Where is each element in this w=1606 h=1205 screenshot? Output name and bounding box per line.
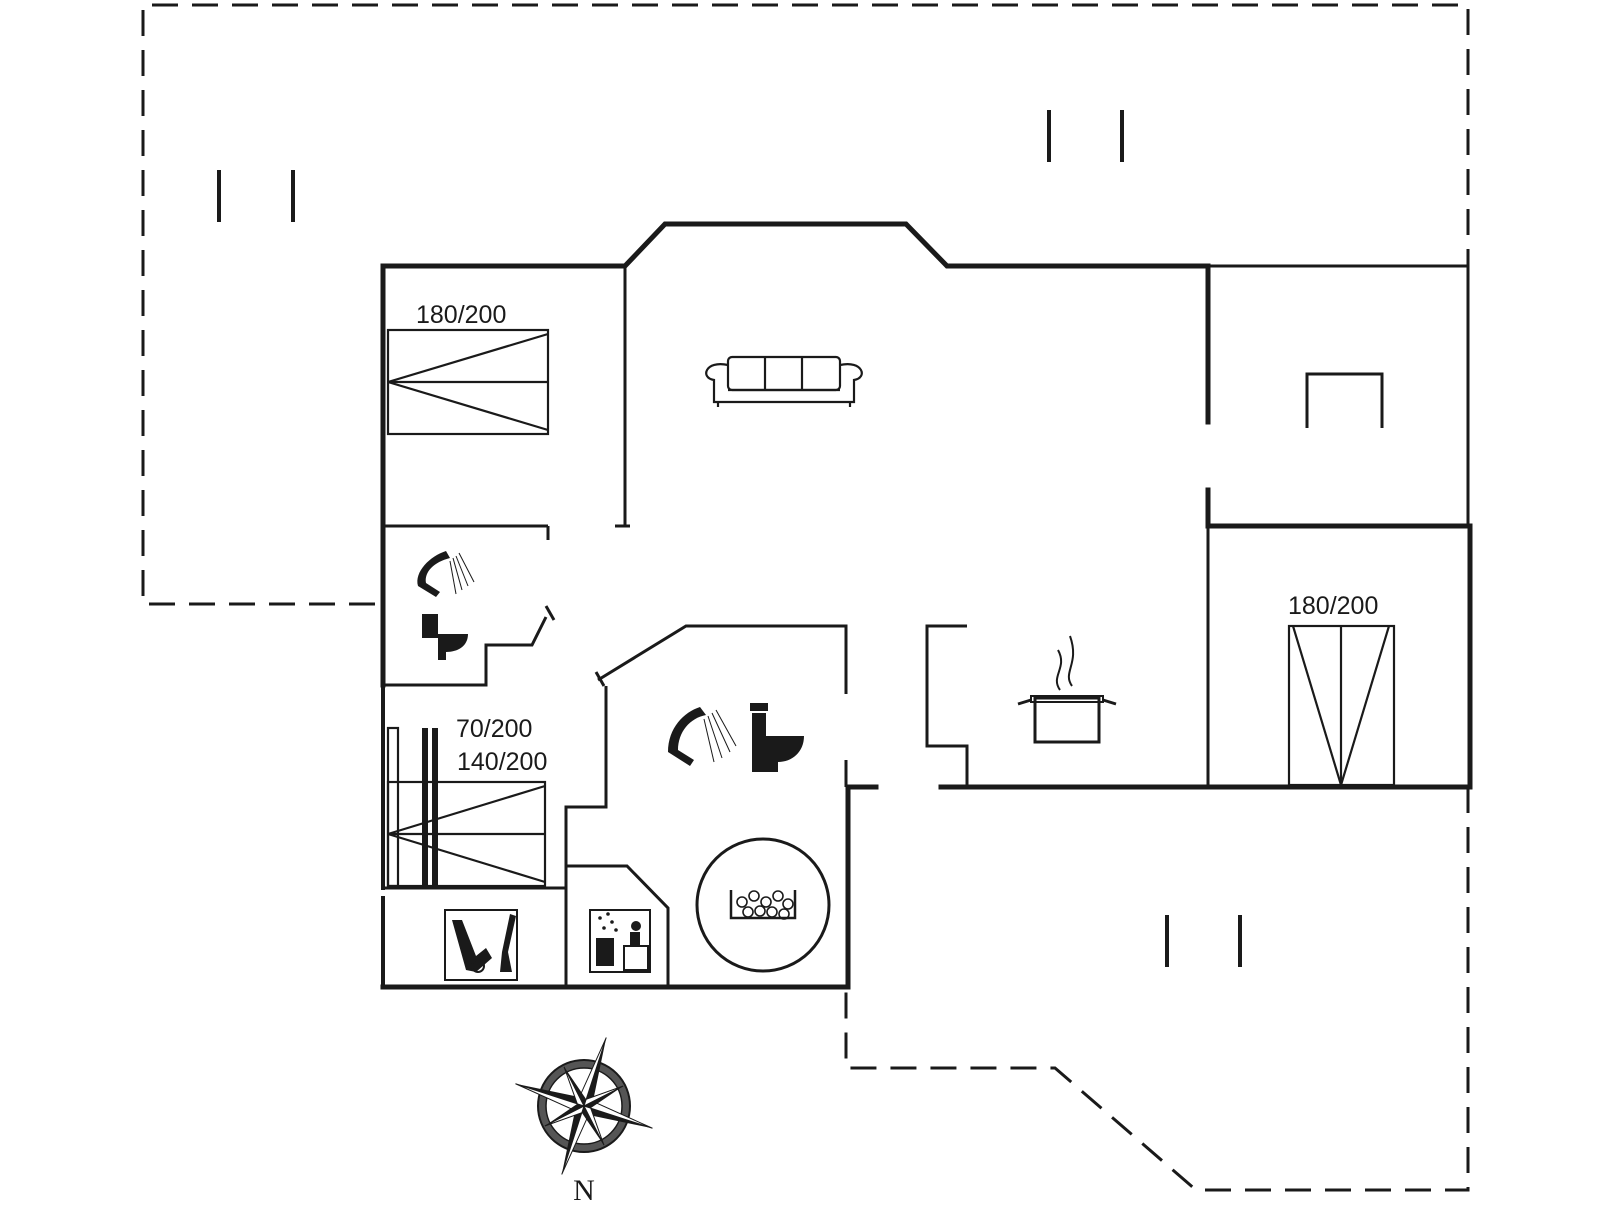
vacuum-cleaner-icon: [444, 909, 518, 981]
shower-icon-1: [417, 551, 475, 597]
bed-size-label-nw: 180/200: [416, 301, 506, 329]
sofa-icon: [705, 355, 863, 407]
shower-icon-2: [668, 707, 737, 766]
terrace-marks: [217, 110, 1242, 967]
sauna-icon: [589, 909, 651, 973]
interior-walls: [383, 266, 1210, 987]
cabinet-outline: [1305, 372, 1384, 428]
compass-north-label: N: [573, 1174, 595, 1205]
toilet-icon-2: [750, 703, 804, 772]
cooking-pot-icon: [1017, 635, 1117, 744]
bunk-size-label-top: 70/200: [456, 715, 532, 743]
bed-double-se: [1287, 624, 1396, 787]
compass-rose-icon: [515, 1037, 653, 1175]
bed-size-label-se: 180/200: [1288, 592, 1378, 620]
toilet-icon-1: [422, 614, 468, 660]
terrace-outline: [141, 3, 1470, 1192]
exterior-walls: [380, 221, 1473, 990]
bed-double-nw: [386, 328, 550, 436]
bunk-bed: [386, 726, 547, 888]
bunk-size-label-bottom: 140/200: [457, 748, 547, 776]
whirlpool-bath-icon: [695, 837, 831, 973]
